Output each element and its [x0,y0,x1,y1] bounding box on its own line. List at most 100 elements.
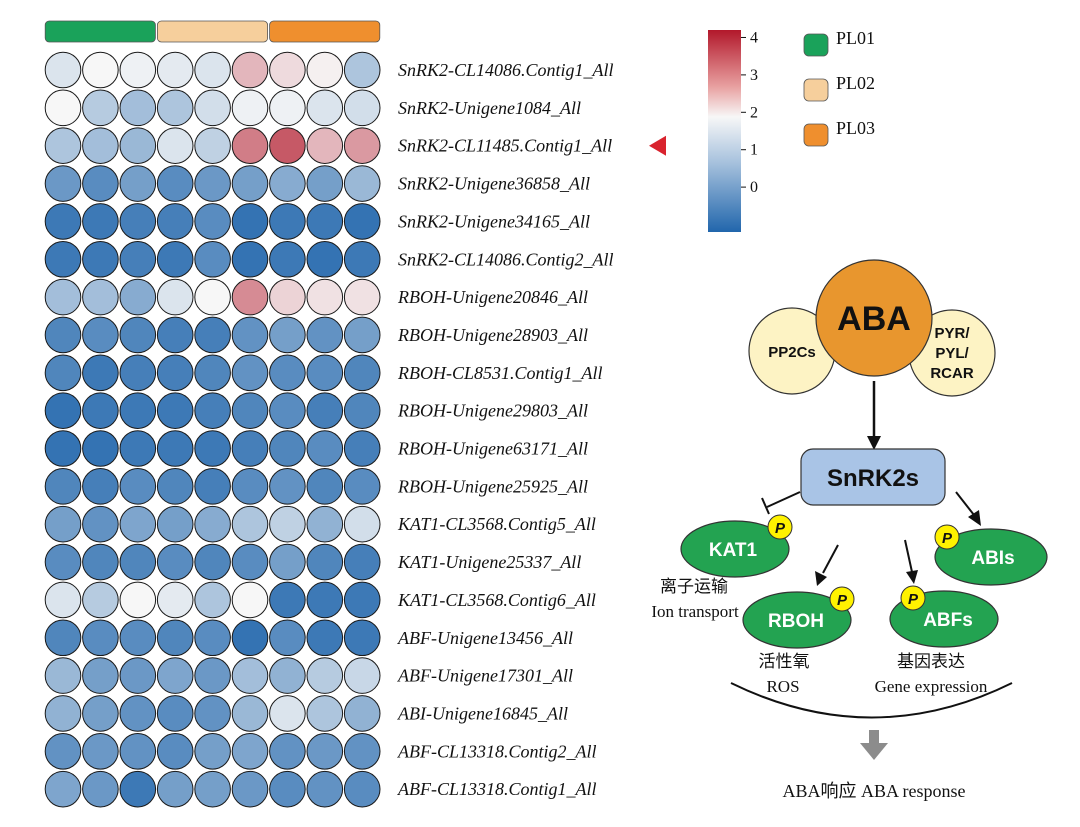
heatmap-cell [119,468,157,505]
heatmap-cell [119,657,157,694]
row-label: RBOH-Unigene20846_All [397,287,588,307]
heatmap-cell [269,543,306,581]
heatmap-cell [194,468,231,505]
ros-en: ROS [766,677,799,696]
heatmap-cell [269,392,306,429]
row-label: RBOH-CL8531.Contig1_All [397,363,603,383]
heatmap-cell [306,392,344,429]
heatmap-cell [231,505,269,543]
heatmap-cell [231,581,269,619]
heatmap-cell [82,240,119,278]
abfs-phospho-icon [900,585,926,611]
row-label: SnRK2-CL14086.Contig1_All [398,60,614,80]
heatmap-cell [269,165,306,202]
heatmap-cell [306,354,344,392]
rboh-arrow [822,544,839,574]
heatmap-cell [119,127,157,164]
heatmap-cell [194,770,231,808]
heatmap-cell [306,695,344,732]
kat1-phospho-label: P [775,520,786,537]
highlight-marker-triangle [649,135,666,156]
heatmap-cell [44,203,82,240]
heatmap-cell [119,430,157,467]
heatmap-cell [119,505,157,543]
abfs-arrow [904,539,913,573]
group-bar-pl01 [44,20,156,43]
group-bar-pl03 [269,20,381,43]
ros-cn: 活性氧 [759,652,810,671]
heatmap-cell [269,354,306,392]
heatmap-cell [343,430,381,467]
heatmap-cell [306,127,344,164]
heatmap-cell [269,316,306,354]
heatmap-cell [194,89,231,127]
heatmap-cell [343,316,381,354]
heatmap-cell [194,695,231,732]
heatmap-cell [44,543,82,581]
highlight-marker [649,135,666,156]
row-label: ABF-CL13318.Contig2_All [397,741,597,761]
heatmap-cell [156,733,194,770]
heatmap-cell [231,733,269,770]
row-label: KAT1-CL3568.Contig5_All [397,514,596,534]
heatmap-cell [306,51,344,89]
heatmap-cell [231,619,269,657]
heatmap-cell [194,354,231,392]
row-label: KAT1-Unigene25337_All [397,552,581,572]
heatmap-cell [119,165,157,202]
heatmap-cell [156,543,194,581]
rboh-phospho-icon [829,586,855,612]
rboh-arrowhead [815,571,827,586]
heatmap-cell [44,430,82,467]
heatmap-cell [194,733,231,770]
ion-transport-en: Ion transport [651,602,739,621]
pp2cs-label: PP2Cs [768,344,816,361]
heatmap-cell [343,240,381,278]
heatmap-cell [194,316,231,354]
heatmap-cell [269,581,306,619]
heatmap-cell [343,203,381,240]
heatmap-cell [343,278,381,316]
heatmap-cell [306,581,344,619]
snrk2s-label: SnRK2s [827,465,919,492]
heatmap-cell [44,316,82,354]
heatmap-cell [306,240,344,278]
heatmap-cell [82,203,119,240]
heatmap-cell [231,89,269,127]
heatmap-cell [156,51,194,89]
heatmap-cell [119,89,157,127]
heatmap-cell [44,89,82,127]
aba-snrk2s-arrowhead [867,436,881,450]
heatmap-cell [231,543,269,581]
legend-swatch-pl03 [803,123,829,147]
aba-node [815,259,933,377]
heatmap-cell [156,695,194,732]
heatmap-cell [231,127,269,164]
row-label: SnRK2-Unigene1084_All [398,98,581,118]
heatmap-cell [156,354,194,392]
rboh-label: RBOH [768,611,824,632]
row-label: ABF-Unigene17301_All [397,666,573,686]
heatmap-cell [269,203,306,240]
heatmap-cell [119,203,157,240]
heatmap-cell [231,430,269,467]
heatmap-cell [44,657,82,694]
heatmap-cell [82,770,119,808]
heatmap-cell [82,165,119,202]
heatmap-cell [194,619,231,657]
abis-label: ABIs [971,548,1014,569]
heatmap-cell [306,165,344,202]
legend-label-pl03: PL03 [836,118,875,138]
heatmap-cell [343,51,381,89]
heatmap-cell [343,619,381,657]
heatmap-cell [119,51,157,89]
heatmap-cell [194,51,231,89]
heatmap-cell [119,354,157,392]
heatmap-cell [44,240,82,278]
heatmap-cell [82,505,119,543]
rboh-phospho-label: P [837,592,848,609]
heatmap-cell [269,619,306,657]
heatmap-cell [306,278,344,316]
heatmap-cell [82,733,119,770]
